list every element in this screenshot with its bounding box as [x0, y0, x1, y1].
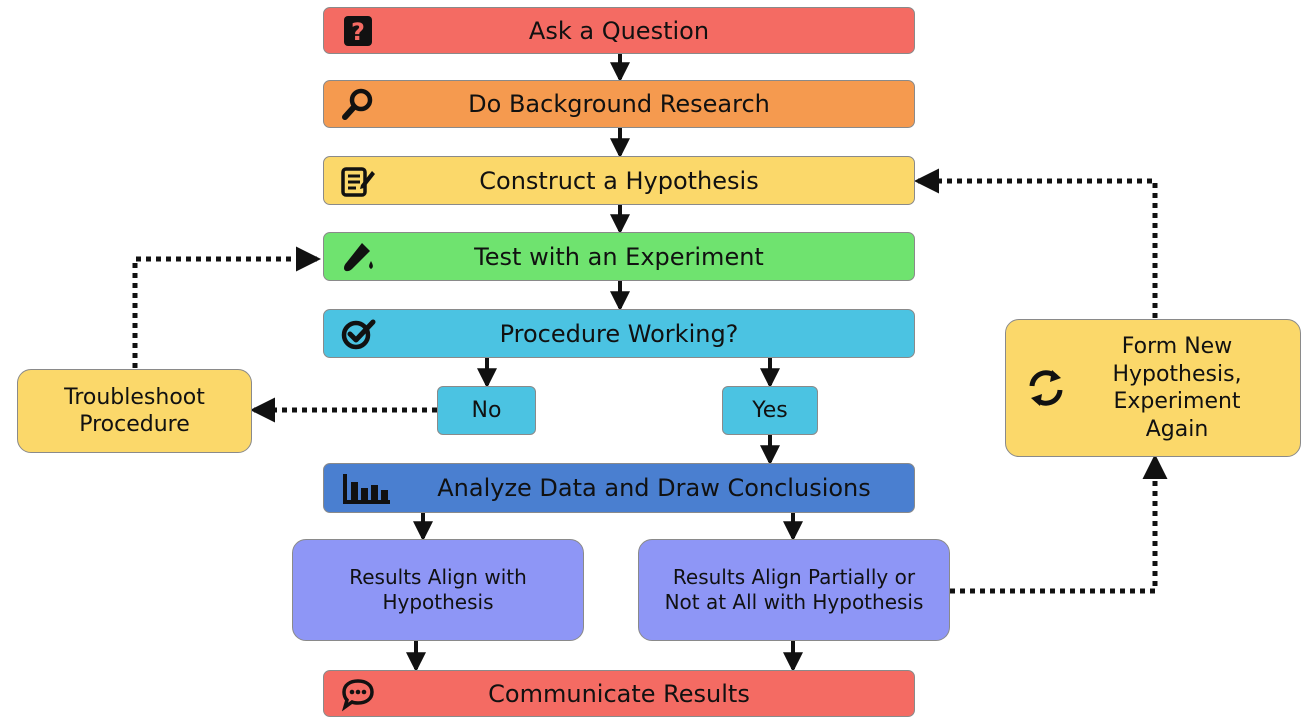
dotted-arrow-partial-new-hypothesis: [950, 453, 1168, 594]
step-construct-hypothesis: Construct a Hypothesis: [323, 156, 915, 205]
step-communicate-results: Communicate Results: [323, 670, 915, 717]
step-background-research: Do Background Research: [323, 80, 915, 128]
branch-label: Yes: [752, 397, 788, 423]
step-label: Communicate Results: [488, 679, 750, 708]
step-label: Do Background Research: [468, 90, 770, 118]
step-analyze-data: Analyze Data and Draw Conclusions: [323, 463, 915, 513]
new-hypothesis-label: Form New Hypothesis, Experiment Again: [1112, 334, 1242, 442]
step-label: Ask a Question: [528, 16, 710, 45]
speech-bubble-icon: [340, 676, 376, 712]
outcome-results-partial: Results Align Partially or Not at All wi…: [638, 539, 950, 641]
troubleshoot-label: Troubleshoot Procedure: [64, 384, 205, 438]
step-label: Analyze Data and Draw Conclusions: [437, 474, 871, 502]
test-tube-icon: [340, 239, 376, 275]
refresh-icon: [1024, 366, 1068, 410]
notepad-icon: [340, 163, 376, 199]
check-icon: [340, 316, 376, 352]
dotted-arrow-troubleshoot-test: [132, 246, 322, 368]
step-procedure-working: Procedure Working?: [323, 309, 915, 358]
outcome-results-align: Results Align with Hypothesis: [292, 539, 584, 641]
svg-text:?: ?: [351, 18, 365, 46]
branch-label: No: [471, 397, 502, 423]
form-new-hypothesis: Form New Hypothesis, Experiment Again: [1005, 319, 1301, 457]
magnifier-icon: [340, 86, 376, 122]
branch-yes: Yes: [722, 386, 818, 435]
bar-chart-icon: [342, 470, 392, 506]
dotted-arrow-new-hypothesis-construct: [913, 168, 1158, 318]
branch-no: No: [437, 386, 536, 435]
outcome-label: Results Align Partially or Not at All wi…: [664, 565, 924, 614]
step-label: Test with an Experiment: [474, 242, 764, 271]
step-test-experiment: Test with an Experiment: [323, 232, 915, 281]
step-label: Construct a Hypothesis: [479, 166, 759, 195]
step-label: Procedure Working?: [499, 319, 739, 348]
step-ask-question: ? Ask a Question: [323, 7, 915, 54]
troubleshoot-procedure: Troubleshoot Procedure: [17, 369, 252, 453]
outcome-label: Results Align with Hypothesis: [349, 565, 527, 614]
question-icon: ?: [340, 13, 376, 49]
